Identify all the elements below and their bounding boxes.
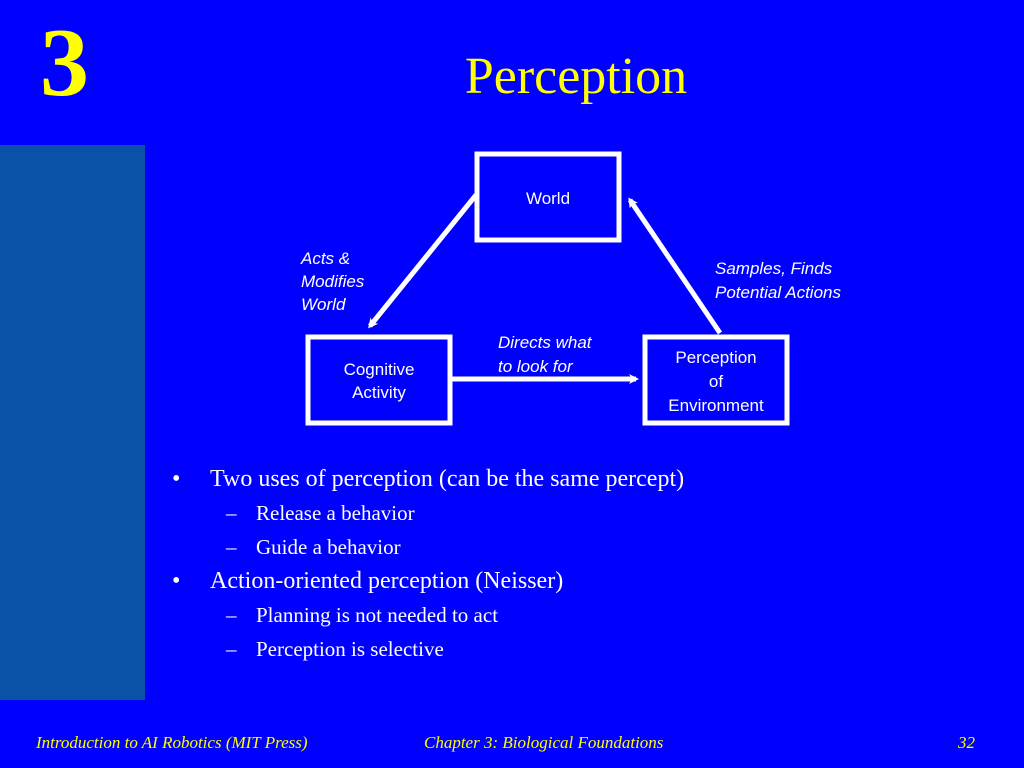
perception-label-line1: Perception — [675, 348, 756, 367]
perception-label-line2: of — [709, 372, 723, 391]
slide-title: Perception — [464, 48, 688, 105]
samples-annotation-line2: Potential Actions — [715, 283, 841, 302]
bullet-item: Action-oriented perception (Neisser) — [170, 566, 990, 596]
world-label: World — [526, 189, 570, 208]
footer-chapter: Chapter 3: Biological Foundations — [424, 733, 664, 752]
sub-bullet-item: Guide a behavior — [170, 532, 990, 562]
side-panel — [0, 145, 145, 700]
cognitive-label-line2: Activity — [352, 383, 406, 402]
footer-book-title: Introduction to AI Robotics (MIT Press) — [36, 733, 308, 752]
bullet-item: Two uses of perception (can be the same … — [170, 464, 990, 494]
perception-of-environment-box — [642, 334, 790, 426]
acts-annotation-line1: Acts & — [300, 249, 350, 268]
arrow-perception-to-world — [627, 197, 723, 335]
footer-page-number: 32 — [958, 733, 975, 752]
sub-bullet-item: Planning is not needed to act — [170, 600, 990, 630]
arrow-world-to-cognitive — [368, 193, 478, 329]
directs-annotation-line1: Directs what — [498, 333, 593, 352]
acts-annotation-line2: Modifies — [301, 272, 365, 291]
perception-label-line3: Environment — [668, 396, 764, 415]
sub-bullet-item: Release a behavior — [170, 498, 990, 528]
cognitive-activity-box — [305, 334, 453, 426]
cognitive-label-line1: Cognitive — [344, 360, 415, 379]
directs-annotation-line2: to look for — [498, 357, 574, 376]
sub-bullet-item: Perception is selective — [170, 634, 990, 664]
acts-annotation-line3: World — [301, 295, 346, 314]
samples-annotation-line1: Samples, Finds — [715, 259, 833, 278]
bullet-list: Two uses of perception (can be the same … — [170, 464, 990, 668]
chapter-number: 3 — [40, 9, 89, 117]
